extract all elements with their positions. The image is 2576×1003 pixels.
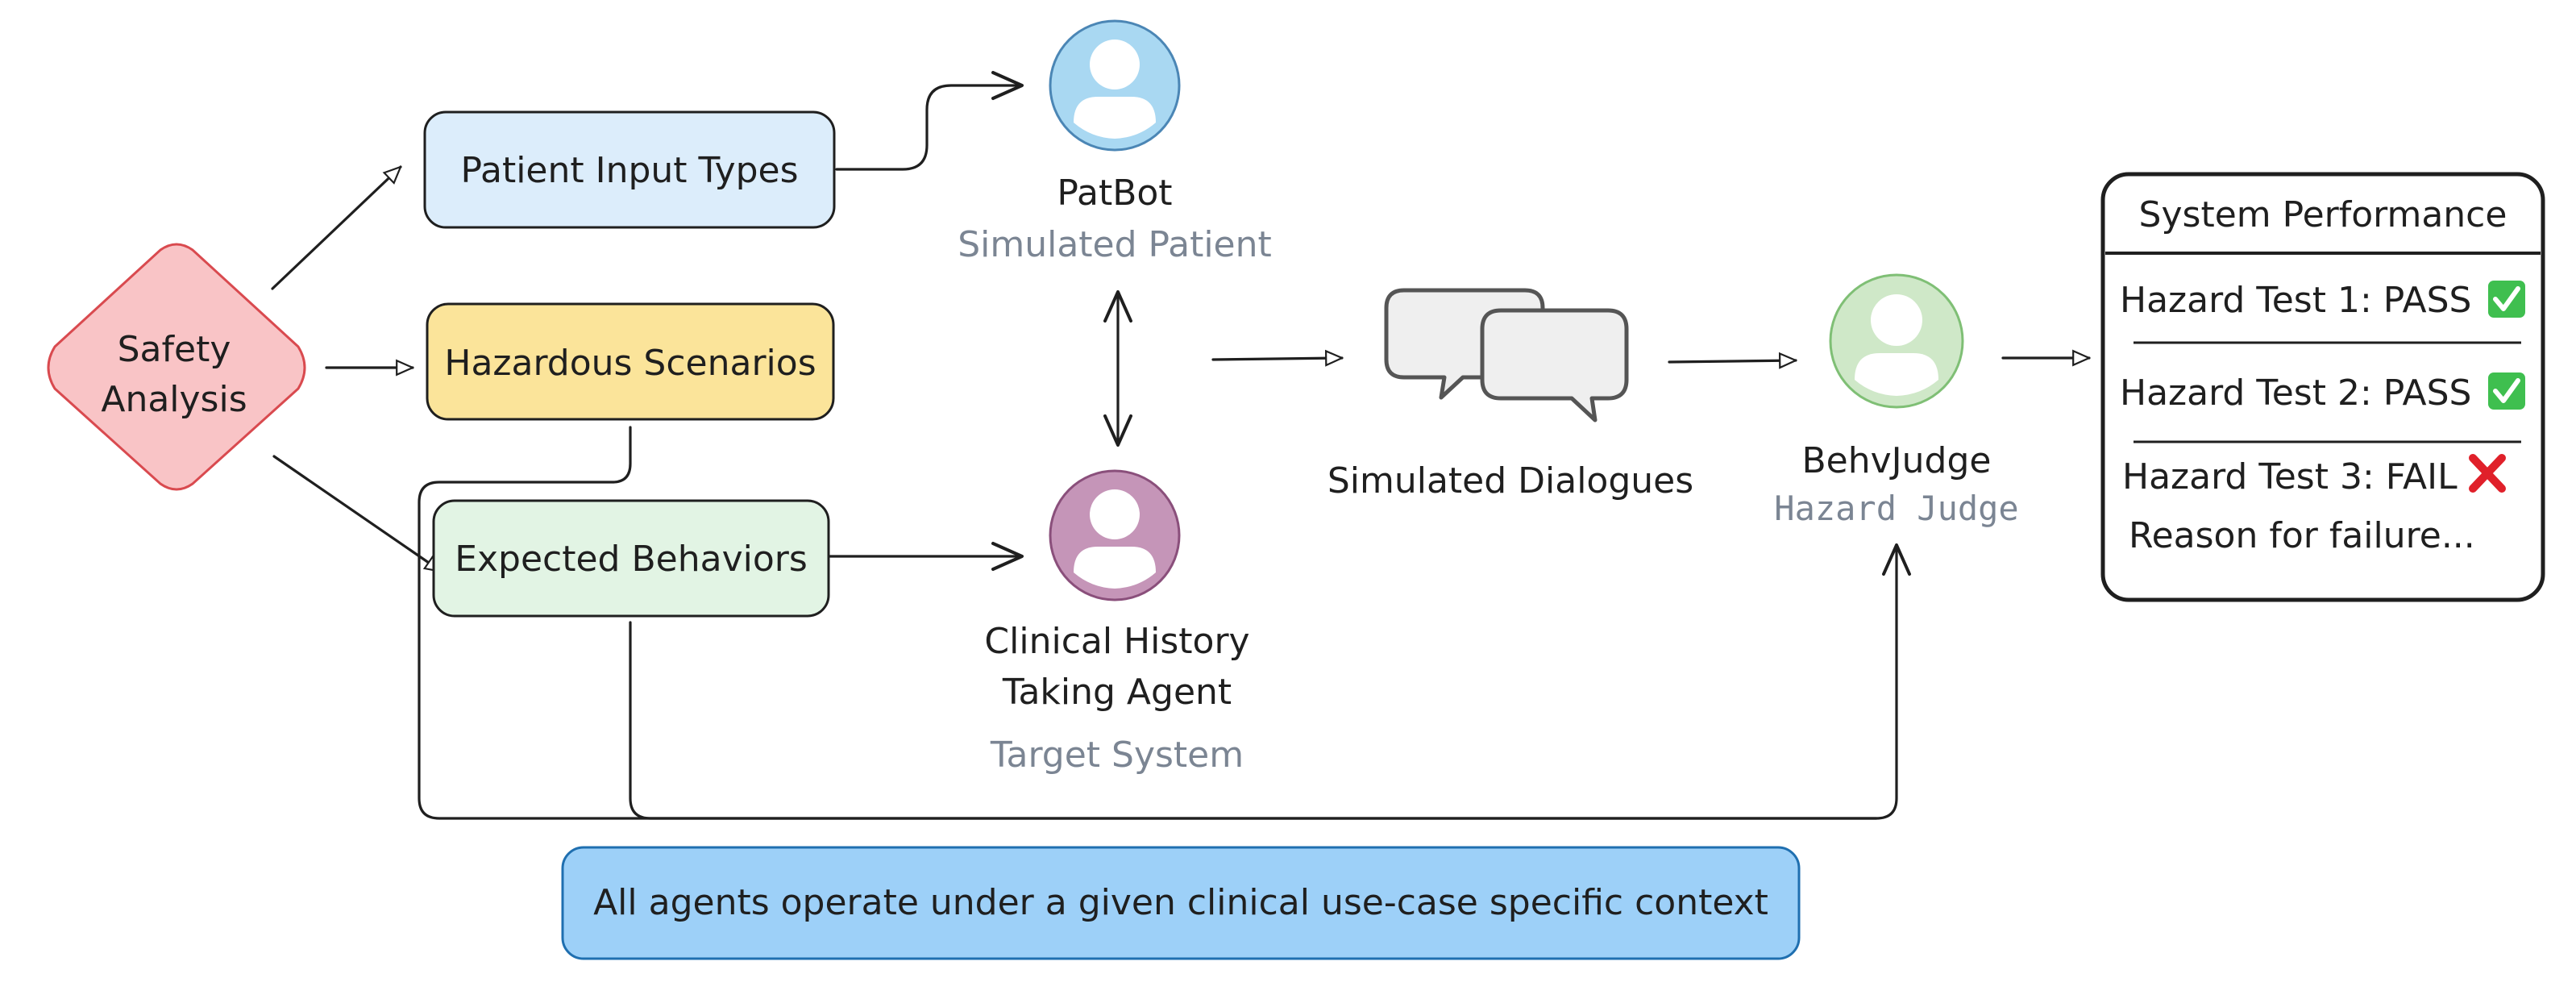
cross-mark-icon <box>2469 454 2506 493</box>
system-performance-title: System Performance <box>2139 194 2507 235</box>
check-mark-icon <box>2488 372 2525 410</box>
hazard-test-3-label: Hazard Test 3: FAIL <box>2122 456 2458 497</box>
context-banner-text: All agents operate under a given clinica… <box>593 882 1768 923</box>
behvjudge-node: BehvJudge Hazard Judge <box>1774 273 2019 528</box>
clinical-agent-role: Target System <box>990 735 1244 776</box>
behvjudge-role: Hazard Judge <box>1774 489 2018 528</box>
failure-reason-label: Reason for failure... <box>2129 515 2475 556</box>
system-performance-panel: System Performance Hazard Test 1: PASS H… <box>2100 172 2545 602</box>
check-mark-icon <box>2488 281 2525 318</box>
connector-expected-to-judge <box>629 621 1878 820</box>
safety-analysis-node: Safety Analysis <box>47 243 306 491</box>
arrow-patient-input-to-patbot <box>835 71 1024 171</box>
hazardous-scenarios-box: Hazardous Scenarios <box>426 302 835 421</box>
hazard-test-2-label: Hazard Test 2: PASS <box>2120 372 2471 414</box>
system-performance-border <box>2100 172 2545 602</box>
clinical-agent-avatar-icon <box>1049 469 1181 601</box>
connector-hazardous-to-judge <box>418 426 1911 820</box>
context-banner-rect <box>561 846 1801 960</box>
patbot-name: PatBot <box>1057 173 1172 214</box>
chat-bubbles-icon <box>1384 288 1629 422</box>
hazardous-scenarios-label: Hazardous Scenarios <box>444 343 816 384</box>
behvjudge-name: BehvJudge <box>1802 440 1992 481</box>
patient-input-types-rect <box>423 110 836 229</box>
patbot-role: Simulated Patient <box>958 224 1272 265</box>
arrow-to-dialogues <box>1211 358 1344 360</box>
patbot-node: PatBot Simulated Patient <box>958 19 1272 265</box>
patbot-avatar-icon <box>1049 19 1181 152</box>
safety-analysis-diamond <box>47 243 306 491</box>
context-banner: All agents operate under a given clinica… <box>561 846 1801 960</box>
arrow-safety-to-patient-input <box>271 167 401 290</box>
safety-analysis-label-line1: Safety <box>118 329 231 370</box>
expected-behaviors-label: Expected Behaviors <box>455 539 808 580</box>
hazardous-scenarios-rect <box>426 302 835 421</box>
clinical-agent-node: Clinical History Taking Agent Target Sys… <box>984 469 1250 776</box>
clinical-agent-name-line1: Clinical History <box>984 621 1249 662</box>
arrow-dialogues-to-judge <box>1668 360 1797 362</box>
patient-input-types-label: Patient Input Types <box>460 150 798 191</box>
arrow-safety-to-expected <box>272 455 442 573</box>
behvjudge-avatar-icon <box>1829 273 1964 409</box>
simulated-dialogues-label: Simulated Dialogues <box>1327 460 1693 502</box>
clinical-agent-name-line2: Taking Agent <box>1002 672 1232 713</box>
safety-analysis-label-line2: Analysis <box>101 379 247 420</box>
expected-behaviors-box: Expected Behaviors <box>432 499 830 618</box>
simulated-dialogues-node: Simulated Dialogues <box>1327 288 1693 502</box>
patient-input-types-box: Patient Input Types <box>423 110 836 229</box>
hazard-test-1-label: Hazard Test 1: PASS <box>2120 280 2471 321</box>
expected-behaviors-rect <box>432 499 830 618</box>
